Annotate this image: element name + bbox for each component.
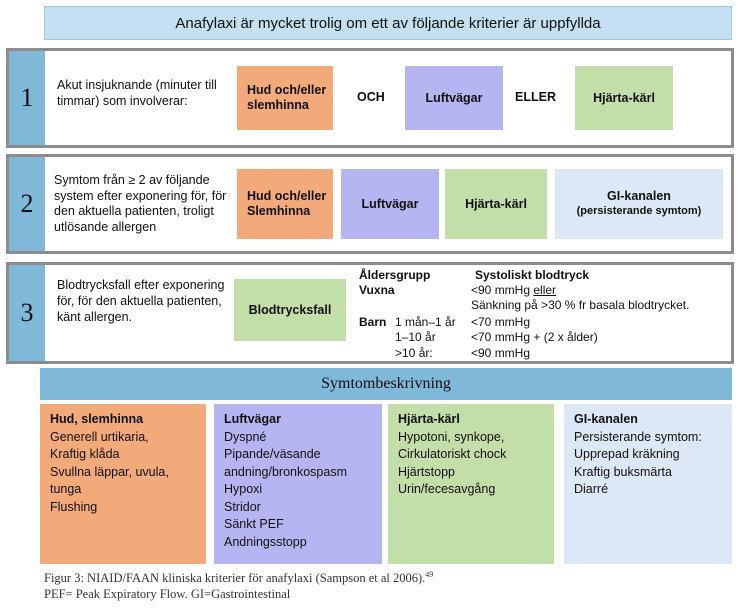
box-blood-pressure-label: Blodtrycksfall xyxy=(248,302,332,317)
symptom-item: Andningsstopp xyxy=(224,534,307,549)
symptom-column-title: Luftvägar xyxy=(224,412,281,426)
table-header-age: Åldersgrupp xyxy=(359,268,431,282)
symptom-item: Diarré xyxy=(574,482,609,496)
criterion-1: 1 Akut insjuknande (minuter till timmar)… xyxy=(6,48,734,148)
table-adults-value-2: Sänkning på >30 % fr basala blodtrycket. xyxy=(471,298,690,312)
symptom-item: Upprepad kräkning xyxy=(574,447,680,461)
box-cardio: Hjärta-kärl xyxy=(575,66,673,130)
symptom-item: Dyspné xyxy=(224,429,267,444)
table-child-1-age: 1 mån–1 år xyxy=(395,315,456,329)
box-airways: Luftvägar xyxy=(405,66,503,130)
criterion-number: 1 xyxy=(9,51,45,145)
symptom-item: Cirkulatoriskt chock xyxy=(398,447,507,461)
symptom-item: Hjärtstopp xyxy=(398,464,455,479)
box-cardio: Hjärta-kärl xyxy=(445,169,547,239)
table-child-2-age: 1–10 år xyxy=(395,330,436,344)
box-airways: Luftvägar xyxy=(341,169,439,239)
table-adults-label: Vuxna xyxy=(359,283,395,297)
criteria-header: Anafylaxi är mycket trolig om ett av föl… xyxy=(44,6,732,40)
symptom-item: Hypoxi xyxy=(224,482,263,496)
criterion-3: 3 Blodtrycksfall efter exponering för, f… xyxy=(6,262,734,364)
criteria-header-title: Anafylaxi är mycket trolig om ett av föl… xyxy=(175,14,601,32)
symptom-item: Hypotoni, synkope, xyxy=(398,429,505,444)
symptom-column-gi: GI-kanalen Persisterande symtom: Upprepa… xyxy=(564,404,732,564)
box-blood-pressure-drop: Blodtrycksfall xyxy=(234,279,346,341)
symptom-column-airways: Luftvägar Dyspné Pipande/väsande andning… xyxy=(214,404,382,564)
symptom-item: Kraftig buksmärta xyxy=(574,464,672,479)
connector-and: OCH xyxy=(357,90,385,104)
symptom-item: Sänkt PEF xyxy=(224,517,284,531)
symptom-column-cardio: Hjärta-kärl Hypotoni, synkope, Cirkulato… xyxy=(388,404,554,564)
adult-value-1: <90 mmHg xyxy=(471,283,531,297)
table-header-bp: Systoliskt blodtryck xyxy=(475,268,590,282)
table-child-3-age: >10 år: xyxy=(395,346,433,360)
box-skin: Hud och/eller Slemhinna xyxy=(237,169,333,239)
figure-caption: Figur 3: NIAID/FAAN kliniska kriterier f… xyxy=(44,570,433,586)
symptom-item: Stridor xyxy=(224,499,261,514)
symptom-description-title: Symtombeskrivning xyxy=(321,375,451,392)
symptom-item: Generell urtikaria, xyxy=(50,429,149,444)
criterion-number: 3 xyxy=(9,265,45,361)
box-skin-label: Hud och/eller slemhinna xyxy=(247,83,327,112)
symptom-column-title: GI-kanalen xyxy=(574,412,638,426)
figure-caption-ref: 49 xyxy=(425,570,434,579)
box-airways-label: Luftvägar xyxy=(361,196,419,211)
box-gi-label: GI-kanalen xyxy=(607,189,671,203)
symptom-column-title: Hud, slemhinna xyxy=(50,412,144,426)
symptom-item: Persisterande symtom: xyxy=(574,429,702,444)
box-gi-sub: (persisterande symtom) xyxy=(576,205,702,217)
box-gi: GI-kanalen (persisterande symtom) xyxy=(555,169,723,239)
symptom-item: Kraftig klåda xyxy=(50,447,120,461)
adult-or: eller xyxy=(533,283,557,297)
criterion-2: 2 Symtom från ≥ 2 av följande system eft… xyxy=(6,154,734,254)
figure-caption-line1: Figur 3: NIAID/FAAN kliniska kriterier f… xyxy=(44,571,426,586)
symptom-item: Urin/fecesavgång xyxy=(398,482,496,496)
symptom-column-title: Hjärta-kärl xyxy=(398,412,460,426)
criterion-description: Blodtrycksfall efter exponering för, för… xyxy=(57,278,225,324)
table-children-label: Barn xyxy=(359,315,387,329)
criterion-description: Symtom från ≥ 2 av följande system efter… xyxy=(54,173,227,234)
table-child-3-value: <90 mmHg xyxy=(471,346,531,360)
criterion-description: Akut insjuknande (minuter till timmar) s… xyxy=(57,78,217,108)
table-child-2-value: <70 mmHg + (2 x ålder) xyxy=(471,330,598,344)
symptom-item: Svullna läppar, uvula, tunga xyxy=(50,464,169,497)
symptom-description-header: Symtombeskrivning xyxy=(40,368,732,400)
box-cardio-label: Hjärta-kärl xyxy=(593,90,655,105)
box-skin-label: Hud och/eller Slemhinna xyxy=(247,189,327,218)
symptom-column-skin: Hud, slemhinna Generell urtikaria, Kraft… xyxy=(40,404,206,564)
table-adults-value: <90 mmHg eller xyxy=(471,283,556,299)
symptom-item: Pipande/väsande andning/bronkospasm xyxy=(224,447,347,479)
blood-pressure-table: Åldersgrupp Systoliskt blodtryck Vuxna <… xyxy=(359,268,731,362)
box-airways-label: Luftvägar xyxy=(425,90,483,105)
figure-caption-abbrev: PEF= Peak Expiratory Flow. GI=Gastrointe… xyxy=(44,587,291,601)
box-skin: Hud och/eller slemhinna xyxy=(237,66,333,130)
criterion-number: 2 xyxy=(9,157,45,251)
table-child-1-value: <70 mmHg xyxy=(471,315,531,329)
symptom-item: Flushing xyxy=(50,499,98,514)
box-cardio-label: Hjärta-kärl xyxy=(465,196,527,211)
connector-or: ELLER xyxy=(515,90,556,104)
